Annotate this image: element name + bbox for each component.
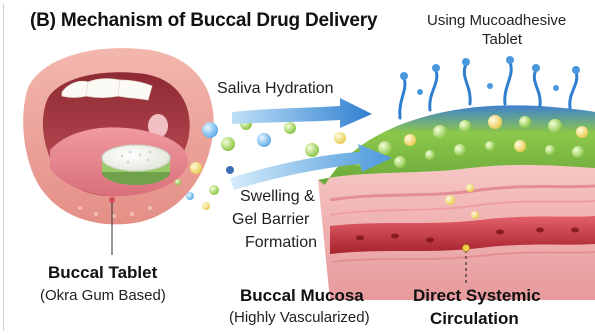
saliva-hydration-label: Saliva Hydration [217, 80, 334, 98]
saliva-arrow [232, 98, 372, 128]
mucosa-label: Buccal Mucosa [240, 286, 364, 306]
swelling-label-2: Gel Barrier [232, 211, 309, 229]
figure-title: (B) Mechanism of Buccal Drug Delivery [30, 10, 377, 32]
systemic-label-1: Direct Systemic [413, 286, 541, 306]
systemic-label-2: Circulation [430, 309, 519, 329]
figure-title-suffix: Using Mucoadhesive [427, 12, 566, 29]
mucosa-sublabel: (Highly Vascularized) [229, 309, 370, 326]
figure-title-suffix-2: Tablet [482, 31, 522, 48]
swelling-label-1: Swelling & [240, 188, 315, 206]
buccal-tablet [102, 145, 170, 185]
tablet-label: Buccal Tablet [48, 263, 157, 283]
tablet-sublabel: (Okra Gum Based) [40, 287, 166, 304]
tissue-cross-section [318, 56, 595, 300]
mouth-illustration [23, 48, 214, 255]
swelling-label-3: Formation [245, 234, 317, 252]
